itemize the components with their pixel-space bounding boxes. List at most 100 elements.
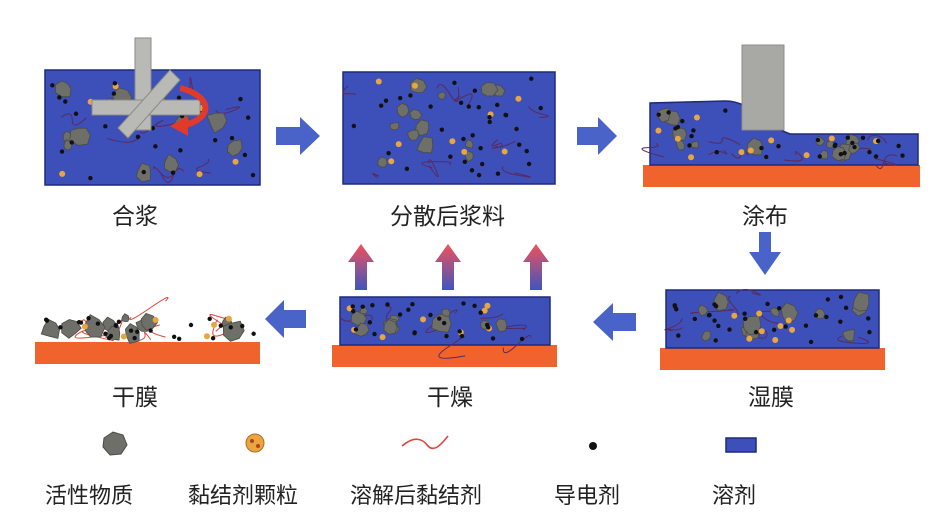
conductive-agent-dot bbox=[490, 336, 496, 341]
active-material-particle bbox=[163, 153, 179, 173]
conductive-agent-dot bbox=[141, 169, 146, 175]
conductive-agent-dot bbox=[706, 313, 712, 318]
dissolved-binder-strand bbox=[196, 158, 212, 174]
dissolved-binder-strand bbox=[454, 93, 473, 107]
conductive-agent-dot bbox=[370, 303, 375, 308]
active-material-particle bbox=[226, 139, 243, 157]
conductive-agent-dot bbox=[135, 329, 140, 334]
conductive-agent-dot bbox=[867, 149, 872, 155]
conductive-agent-dot bbox=[406, 307, 411, 312]
step-label-drying: 干燥 bbox=[427, 385, 473, 411]
active-material-particle bbox=[697, 304, 709, 317]
conductive-agent-dot bbox=[428, 104, 433, 109]
step-label-wet-film: 湿膜 bbox=[748, 385, 794, 411]
dispersed-slurry-panel bbox=[342, 71, 556, 185]
conductive-agent-dot bbox=[860, 135, 866, 140]
conductive-agent-dot bbox=[250, 172, 256, 178]
dissolved-binder-strand bbox=[728, 295, 739, 317]
conductive-agent-dot bbox=[132, 335, 137, 341]
conductive-agent-dot bbox=[487, 114, 492, 120]
conductive-agent-dot bbox=[850, 140, 855, 146]
wet-film-panel bbox=[660, 289, 885, 370]
conductive-agent-dot bbox=[843, 305, 849, 311]
conductive-agent-dot bbox=[351, 308, 356, 314]
conductive-agent-dot bbox=[479, 161, 485, 167]
conductive-agent-dot bbox=[103, 331, 108, 336]
drying-panel bbox=[332, 244, 557, 367]
dissolved-binder-strand bbox=[491, 139, 503, 149]
conductive-agent-dot bbox=[772, 327, 777, 332]
conductive-agent-dot bbox=[176, 95, 182, 100]
conductive-agent-dot bbox=[476, 172, 482, 178]
conductive-agent-dot bbox=[111, 91, 117, 96]
dissolved-binder-strand bbox=[421, 161, 452, 169]
conductive-agent-dot bbox=[360, 304, 365, 309]
active-material-particle bbox=[206, 112, 228, 134]
conductive-agent-dot bbox=[437, 316, 442, 321]
binder-particle bbox=[232, 158, 239, 165]
active-material-particle bbox=[389, 122, 400, 131]
conductive-agent-dot bbox=[351, 123, 357, 129]
active-material-particle bbox=[465, 139, 474, 149]
conductive-agent-dot bbox=[900, 153, 905, 158]
conductive-agent-dot bbox=[478, 310, 483, 315]
conductive-agent-dot bbox=[514, 126, 519, 132]
active-material-particle bbox=[383, 319, 398, 335]
conductive-agent-dot bbox=[713, 303, 719, 309]
conductive-agent-dot bbox=[128, 328, 134, 333]
conductive-agent-dot bbox=[439, 127, 445, 132]
active-material-particle bbox=[852, 291, 870, 312]
conductive-agent-dot bbox=[350, 304, 355, 309]
conductive-agent-dot bbox=[367, 320, 373, 325]
conductive-agent-dot bbox=[441, 320, 447, 326]
dissolved-binder-strand bbox=[428, 159, 439, 178]
conductive-agent-dot bbox=[519, 336, 525, 342]
binder-particle bbox=[758, 328, 765, 335]
conductive-agent-dot bbox=[171, 334, 177, 339]
binder-particle bbox=[828, 135, 835, 142]
conductive-agent-dot bbox=[213, 137, 218, 143]
conductive-agent-dot bbox=[838, 152, 844, 157]
conductive-agent-dot bbox=[150, 125, 156, 131]
conductive-agent-dot bbox=[713, 338, 718, 343]
active-material-particle bbox=[377, 156, 388, 168]
dissolved-binder-strand bbox=[690, 309, 735, 314]
rotation-arrow-head-icon bbox=[170, 116, 188, 136]
dissolved-binder-strand bbox=[874, 154, 898, 169]
conductive-agent-dot bbox=[378, 103, 384, 108]
binder-particle bbox=[411, 82, 418, 89]
dissolved-binder-strand bbox=[867, 135, 888, 144]
conductive-agent-dot bbox=[461, 301, 466, 306]
conductive-agent-dot bbox=[50, 83, 55, 88]
conductive-agent-dot bbox=[838, 294, 844, 300]
binder-particle bbox=[655, 127, 662, 134]
conductive-agent-dot bbox=[245, 115, 251, 120]
conductive-agent-dot bbox=[448, 154, 453, 159]
conductive-agent-dot bbox=[687, 143, 692, 148]
conductive-agent-dot bbox=[95, 321, 101, 326]
conductive-agent-dot bbox=[503, 112, 508, 118]
active-material-particle bbox=[409, 77, 428, 94]
conductive-agent-dot bbox=[673, 126, 678, 131]
binder-particle bbox=[674, 135, 681, 142]
conductive-agent-dot bbox=[404, 166, 410, 172]
conductive-agent-dot bbox=[470, 133, 475, 138]
legend-label-active-material: 活性物质 bbox=[45, 484, 134, 509]
binder-particle bbox=[747, 147, 754, 154]
conductive-agent-dot bbox=[813, 313, 819, 318]
conductive-agent-dot bbox=[484, 322, 490, 328]
active-material-particle bbox=[407, 129, 420, 141]
binder-particle-icon bbox=[245, 433, 265, 453]
active-material-particle bbox=[464, 150, 474, 163]
conductive-agent-dot bbox=[218, 323, 224, 328]
binder-particle bbox=[59, 170, 66, 177]
conductive-agent-dot bbox=[386, 150, 391, 156]
conductive-agent-dot bbox=[680, 118, 685, 124]
mixing-panel bbox=[44, 37, 261, 186]
conductive-agent-dot bbox=[410, 301, 415, 307]
dry-film-panel bbox=[35, 296, 260, 364]
active-material-particle bbox=[437, 91, 446, 100]
step-label-dry-film: 干膜 bbox=[112, 385, 158, 411]
conductive-agent-dot bbox=[808, 339, 814, 345]
